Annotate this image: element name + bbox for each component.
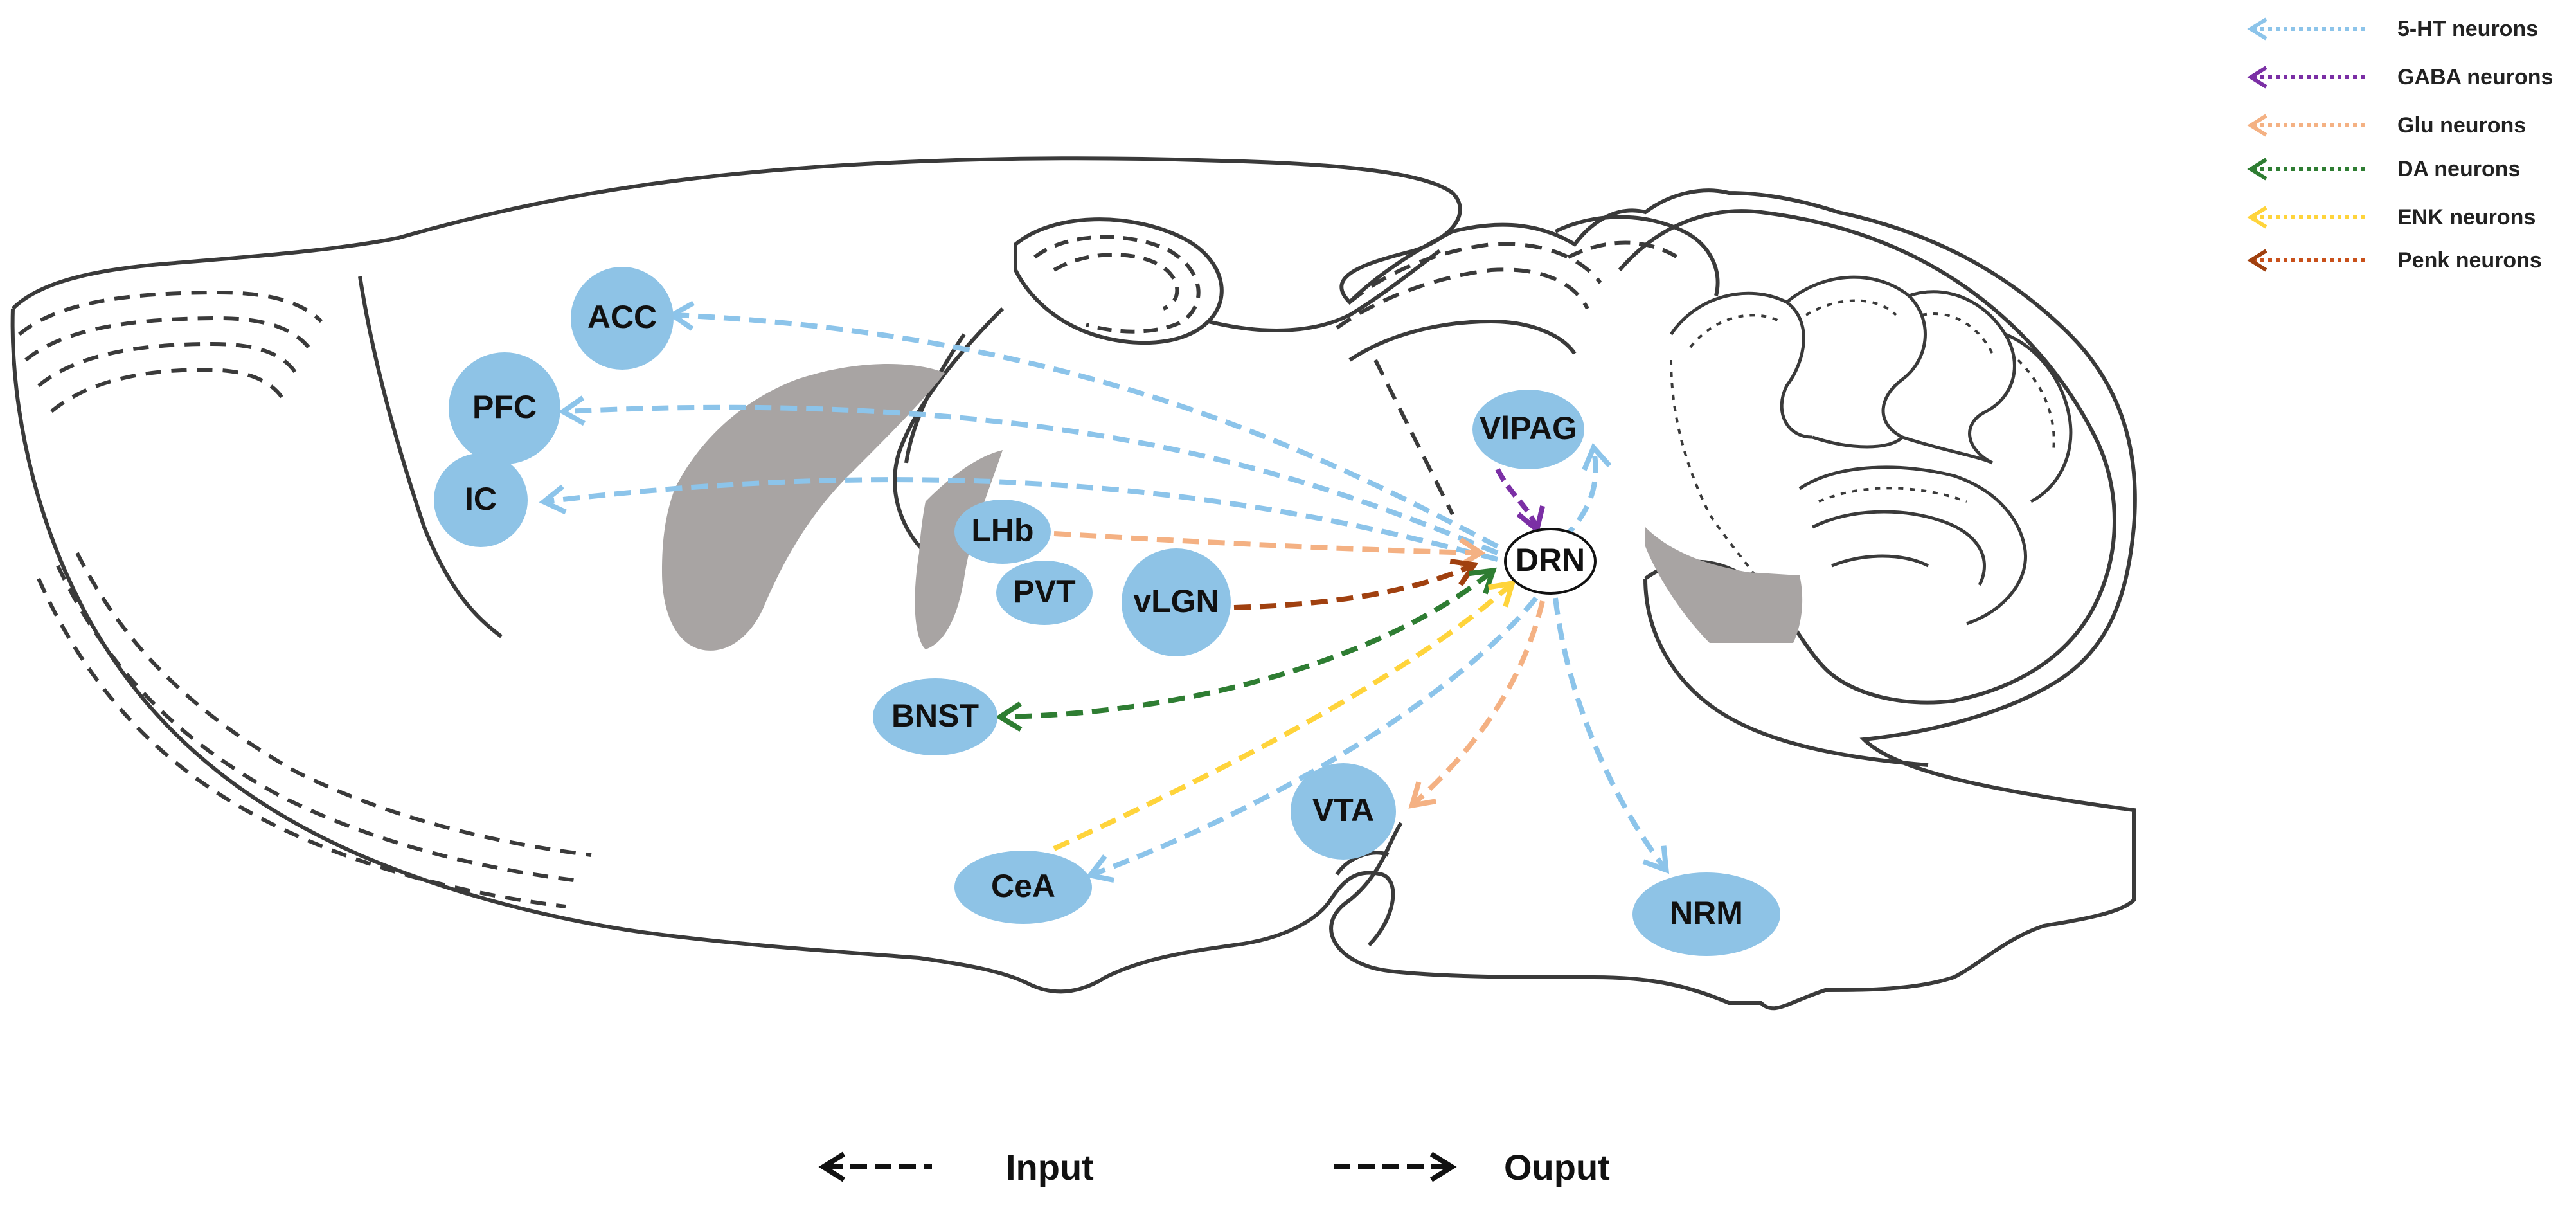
node-pvt[interactable]: PVT bbox=[996, 561, 1093, 625]
arrow-cea-to-drn bbox=[1053, 580, 1516, 851]
arrow-drn-to-ic bbox=[539, 477, 1499, 562]
node-cea[interactable]: CeA bbox=[954, 851, 1092, 924]
node-vta-label: VTA bbox=[1312, 792, 1374, 828]
node-pfc[interactable]: PFC bbox=[449, 352, 560, 464]
connection-arrows bbox=[539, 300, 1670, 883]
node-lhb-label: LHb bbox=[971, 512, 1033, 548]
direction-key: Input Ouput bbox=[818, 1147, 1610, 1187]
gray-structures bbox=[662, 364, 1803, 651]
arrow-drn-to-pfc bbox=[558, 395, 1499, 555]
node-cea-label: CeA bbox=[991, 868, 1055, 904]
arrow-lhb-to-drn bbox=[1053, 531, 1486, 568]
legend-item-enk: ENK neurons bbox=[2247, 205, 2536, 230]
key-input: Input bbox=[818, 1147, 1094, 1187]
legend-label-5ht: 5-HT neurons bbox=[2397, 17, 2538, 41]
node-lhb[interactable]: LHb bbox=[954, 500, 1051, 564]
node-ic-label: IC bbox=[465, 481, 497, 517]
legend-label-gaba: GABA neurons bbox=[2397, 65, 2553, 89]
node-drn[interactable]: DRN bbox=[1504, 528, 1597, 595]
legend-label-da: DA neurons bbox=[2397, 157, 2520, 181]
node-acc[interactable]: ACC bbox=[571, 267, 674, 370]
node-nrm-label: NRM bbox=[1670, 895, 1743, 931]
node-bnst[interactable]: BNST bbox=[873, 678, 997, 755]
legend: 5-HT neurons GABA neurons Glu neurons DA… bbox=[2247, 17, 2553, 273]
arrow-vlgn-to-drn bbox=[1233, 559, 1479, 610]
fornix-shade bbox=[915, 450, 1003, 649]
arrow-drn-to-vlpag bbox=[1560, 442, 1612, 542]
node-vlpag-label: VlPAG bbox=[1480, 410, 1577, 446]
legend-item-gaba: GABA neurons bbox=[2247, 65, 2553, 89]
striatum-shade bbox=[662, 364, 945, 651]
node-acc-label: ACC bbox=[587, 299, 657, 335]
legend-label-glu: Glu neurons bbox=[2397, 113, 2526, 138]
key-output-label: Ouput bbox=[1504, 1147, 1610, 1187]
node-bnst-label: BNST bbox=[891, 698, 979, 734]
arrow-vlpag-to-drn bbox=[1495, 468, 1545, 534]
key-output: Ouput bbox=[1334, 1147, 1610, 1187]
legend-item-5ht: 5-HT neurons bbox=[2247, 17, 2538, 41]
region-nodes: ACC PFC IC LHb PVT vLGN VlPAG DRN bbox=[434, 267, 1780, 956]
node-pfc-label: PFC bbox=[472, 389, 537, 425]
arrow-drn-bnst bbox=[995, 567, 1497, 732]
key-input-label: Input bbox=[1006, 1147, 1094, 1187]
arrow-drn-to-vta bbox=[1408, 600, 1545, 809]
node-drn-label: DRN bbox=[1516, 542, 1585, 578]
arrow-drn-to-nrm bbox=[1553, 597, 1670, 874]
fourth-ventricle-shade bbox=[1645, 527, 1803, 643]
arrow-drn-to-acc bbox=[667, 300, 1499, 549]
legend-item-penk: Penk neurons bbox=[2247, 248, 2542, 273]
brain-outline bbox=[10, 156, 2137, 1011]
legend-item-glu: Glu neurons bbox=[2247, 113, 2526, 138]
legend-item-da: DA neurons bbox=[2247, 157, 2520, 181]
legend-label-penk: Penk neurons bbox=[2397, 248, 2542, 273]
node-nrm[interactable]: NRM bbox=[1632, 872, 1780, 956]
node-vlgn[interactable]: vLGN bbox=[1122, 548, 1231, 656]
node-pvt-label: PVT bbox=[1013, 573, 1075, 610]
node-ic[interactable]: IC bbox=[434, 453, 528, 547]
node-vta[interactable]: VTA bbox=[1291, 763, 1396, 860]
node-vlpag[interactable]: VlPAG bbox=[1472, 390, 1584, 469]
legend-label-enk: ENK neurons bbox=[2397, 205, 2536, 230]
node-vlgn-label: vLGN bbox=[1133, 583, 1219, 619]
